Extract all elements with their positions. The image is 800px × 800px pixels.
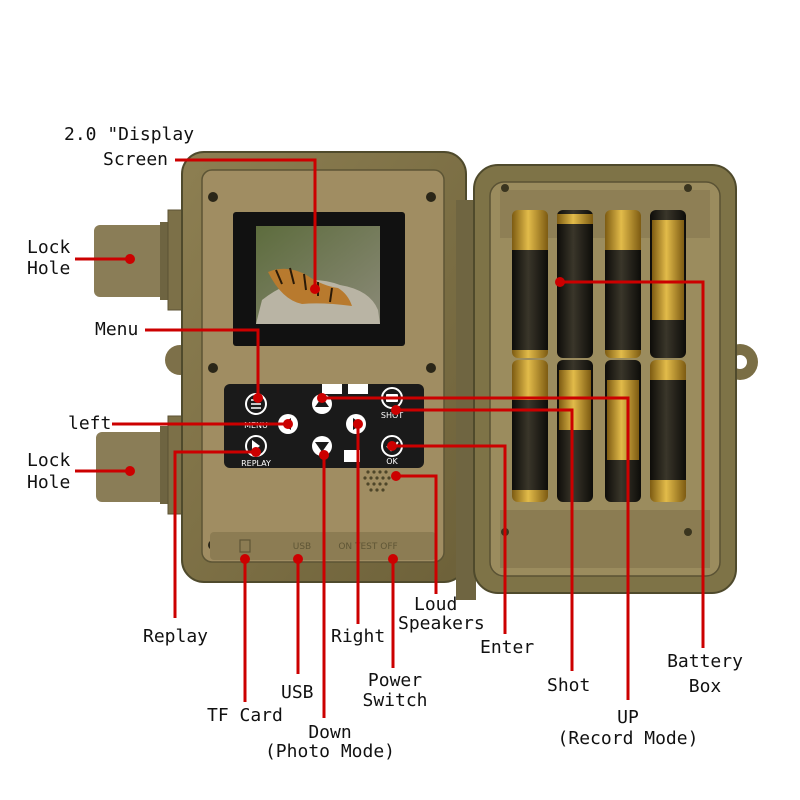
tf-card-icon <box>239 539 251 553</box>
left-label: left <box>68 413 112 434</box>
right-label: Right <box>331 626 386 647</box>
ok-key-label: OK <box>386 457 398 466</box>
battery-box-label-line1: Battery <box>667 651 743 672</box>
up-label-line2: (Record Mode) <box>557 728 699 749</box>
down-label-line1: Down <box>308 722 352 743</box>
power-label-line1: Power <box>367 670 423 691</box>
replay-label: Replay <box>143 626 209 647</box>
loud-speakers-label-line2: Speakers <box>398 613 485 634</box>
power-label-line2: Switch <box>362 690 428 711</box>
enter-label: Enter <box>480 637 535 658</box>
loud-speakers-label-line1: Loud <box>414 594 458 615</box>
keypad <box>224 384 424 468</box>
lock-hole-bottom-label-line2: Hole <box>27 472 71 493</box>
callout-lines <box>75 158 705 718</box>
power-switch-text: ON TEST OFF <box>338 542 397 552</box>
battery-icon <box>512 210 686 502</box>
shot-label: Shot <box>547 675 591 696</box>
replay-key-label: REPLAY <box>241 459 271 468</box>
lock-hole-top-label-line2: Hole <box>27 258 71 279</box>
lock-hole-top-label-line1: Lock <box>27 237 71 258</box>
display-label-line1: 2.0 "Display <box>64 124 195 145</box>
usb-label: USB <box>281 682 314 703</box>
lcd-screen <box>233 212 405 346</box>
display-label-line2: Screen <box>103 149 169 170</box>
up-label-line1: UP <box>617 707 639 728</box>
shot-key-label: SHOT <box>381 411 403 420</box>
lock-hole-bottom-label-line1: Lock <box>27 450 71 471</box>
menu-label: Menu <box>95 319 139 340</box>
down-label-line2: (Photo Mode) <box>264 741 396 762</box>
callout-dots <box>125 254 565 564</box>
usb-port-text: USB <box>293 542 311 552</box>
tf-card-label: TF Card <box>207 705 283 726</box>
battery-box-label-line2: Box <box>688 676 722 697</box>
speaker-icon <box>363 470 391 492</box>
